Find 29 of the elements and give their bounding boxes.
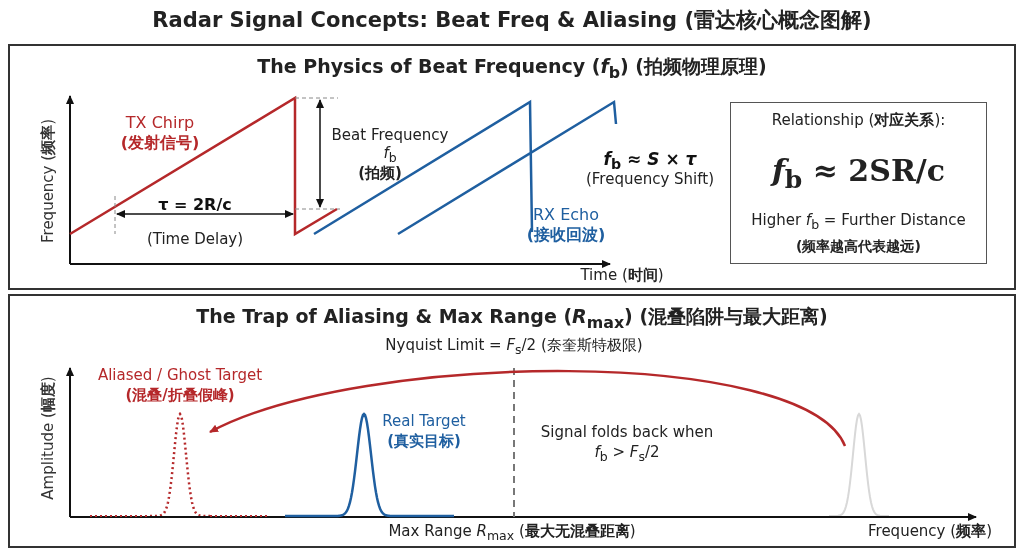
box-note: (频率越高代表越远)	[795, 237, 922, 255]
chart-label: Real Target	[382, 412, 466, 430]
panel-heading: The Trap of Aliasing & Max Range (R$_{max}$) (混叠陷阱与最大距离)	[195, 304, 829, 332]
chart-label: (真实目标)	[387, 432, 461, 450]
panel-heading: The Physics of Beat Frequency (f$_{b}$) (拍频物理原理)	[256, 54, 768, 82]
box-note: Higher f$_{b}$ = Further Distance	[750, 211, 967, 234]
chart-label: (Frequency Shift)	[585, 170, 715, 188]
fold-arrow	[209, 369, 846, 447]
axis-label: Amplitude (幅度)	[39, 376, 57, 500]
chart-label: Time (时间)	[580, 266, 664, 284]
target-label: Aliased / Ghost Target	[96, 366, 264, 384]
box-heading: Relationship (对应关系):	[770, 111, 947, 129]
chart-label: RX Echo	[533, 206, 599, 224]
target-label: (混叠/折叠假峰)	[124, 386, 236, 404]
panel	[8, 44, 1016, 290]
title: Radar Signal Concepts: Beat Freq & Aliasing (雷达核心概念图解)	[151, 7, 873, 34]
chart-label: (发射信号)	[120, 134, 200, 152]
chart-label: (拍频)	[358, 164, 402, 182]
panel	[8, 294, 1016, 548]
axis-label: Frequency (频率)	[39, 119, 57, 243]
chart-label: τ = 2R/c	[158, 196, 232, 214]
chart-label: TX Chirp	[125, 114, 195, 132]
formula-box	[730, 102, 987, 264]
formula: f$_{b}$ ≈ 2SR/c	[769, 152, 947, 196]
chart-label: Frequency (频率)	[868, 522, 992, 540]
chart-label: Beat Frequency f$_{b}$	[330, 126, 450, 165]
chart-label: (Time Delay)	[146, 230, 244, 248]
chart-label: Max Range R$_{max}$ (最大无混叠距离)	[388, 522, 636, 545]
chart-label: f$_{b}$ ≈ S × τ	[603, 150, 697, 173]
